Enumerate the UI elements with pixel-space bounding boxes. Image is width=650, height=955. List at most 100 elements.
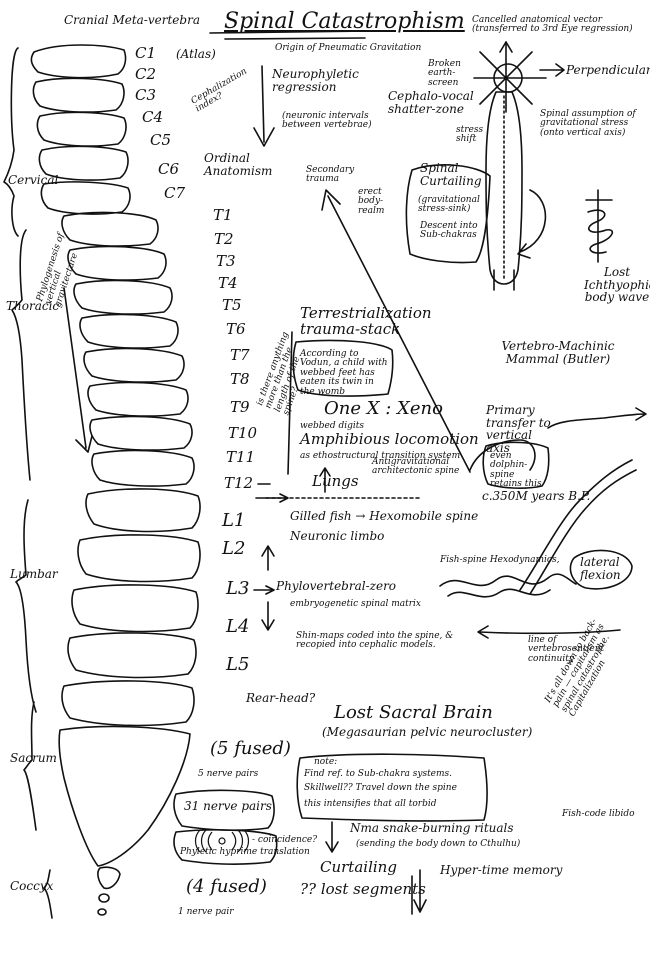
vertebra-c1 xyxy=(30,44,127,79)
vodun-note: According to Vodun, a child with webbed … xyxy=(300,349,388,397)
vertebra-label: C2 xyxy=(135,65,157,83)
vertebra-label: C5 xyxy=(150,131,172,149)
vertebra-label: T5 xyxy=(222,296,242,314)
thoracic-bracket xyxy=(11,229,31,481)
phyletic-box xyxy=(173,829,278,865)
one-x-note: One X : Xeno xyxy=(324,398,443,419)
vertebra-label: C4 xyxy=(142,108,164,126)
vertebra-label: T1 xyxy=(213,206,233,224)
lumbar-bracket xyxy=(15,499,37,713)
rear-head-note: Rear-head? xyxy=(246,691,316,705)
vertebra-l5 xyxy=(61,680,195,727)
embryogenetic-note: embryogenetic spinal matrix xyxy=(290,599,421,609)
ethostructural-note: as ethostructural transition system xyxy=(300,451,461,461)
fish-spine-wave xyxy=(447,588,551,598)
terrestrial-note: Terrestrialization trauma-stack xyxy=(300,304,432,338)
vertebro-note: Vertebro-Machinic Mammal (Butler) xyxy=(501,339,615,366)
l3-arrow xyxy=(253,585,275,595)
stress-shift-note: stress shift xyxy=(456,125,484,145)
phylo-arrow-down xyxy=(261,601,275,631)
backbone-curve xyxy=(519,459,633,591)
vertebra-t6 xyxy=(87,381,189,417)
vertebra-t3 xyxy=(73,279,173,315)
note-box xyxy=(296,753,488,822)
sacrum xyxy=(58,725,191,867)
phyletic-note: Phyletic hyprime translation xyxy=(180,847,310,857)
small-cross-figure xyxy=(585,189,613,263)
vertebra-l1 xyxy=(85,488,201,533)
vertebra-label: C1 xyxy=(135,44,157,62)
region-coccyx: Coccyx xyxy=(10,879,54,893)
vertebra-label: T11 xyxy=(226,448,256,466)
wave-coil xyxy=(587,209,614,254)
vertebra-label: T6 xyxy=(226,320,246,338)
primary-transfer-arrow xyxy=(547,407,647,429)
vertebra-label: T2 xyxy=(214,230,234,248)
vertebra-label: C7 xyxy=(164,184,186,202)
perpendicular-arrow xyxy=(539,63,565,77)
region-lumbar: Lumbar xyxy=(10,567,58,581)
cancelled-arrow xyxy=(499,41,513,53)
webbed-note: webbed digits xyxy=(300,421,365,431)
fish-spine-note: Fish-spine Hexodynamics, xyxy=(440,555,560,565)
neuronic-intervals-note: (neuronic intervals between vertebrae) xyxy=(282,111,372,131)
cervical-bracket xyxy=(3,47,19,237)
spinal-assumption-note: Spinal assumption of gravitational stres… xyxy=(540,109,636,138)
vertebra-label: C3 xyxy=(135,86,157,104)
spinal-curtailing-note: Spinal Curtailing xyxy=(420,161,482,188)
lost-ichthy-note: Lost Ichthyophidian body wave xyxy=(584,265,650,305)
megasaurian-note: (Megasaurian pelvic neurocluster) xyxy=(322,725,533,739)
phylo-arrow-up xyxy=(261,545,275,571)
vertebra-label: L4 xyxy=(226,616,250,637)
vertebra-label: T4 xyxy=(218,274,238,292)
vertebra-t7 xyxy=(89,415,193,451)
erect-body-note: erect body-realm xyxy=(358,187,385,216)
vodun-box xyxy=(287,331,293,475)
ripple-icon xyxy=(194,829,250,853)
vertebra-label: T7 xyxy=(230,346,250,364)
amphibious-note: Amphibious locomotion xyxy=(300,430,479,448)
vertebra-label: T12 xyxy=(224,474,254,492)
coccyx-segment xyxy=(98,893,110,903)
cancelled-vector-note: Cancelled anatomical vector (transferred… xyxy=(472,15,633,35)
phylovertebral-note: Phylovertebral-zero xyxy=(276,579,397,593)
four-fused-note: (4 fused) xyxy=(186,876,267,897)
region-sacrum: Sacrum xyxy=(10,751,57,765)
terrestrialization-box xyxy=(292,339,394,397)
lost-sacral-note: Lost Sacral Brain xyxy=(334,702,493,723)
vertebra-t2 xyxy=(67,245,167,281)
perpendicular-note: Perpendicular xyxy=(566,63,650,77)
years-note: c.350M years B.P. xyxy=(482,489,591,503)
note-line-2: Skillwell?? Travel down the spine xyxy=(304,783,457,793)
figure-body xyxy=(485,91,523,285)
vertebra-label: L5 xyxy=(226,654,250,675)
nma-note: Nma snake-burning rituals xyxy=(350,821,514,835)
secondary-trauma-arrow xyxy=(321,189,471,473)
region-cervical: Cervical xyxy=(8,173,59,187)
region-thoracic: Thoracic xyxy=(6,299,60,313)
five-nerve-note: 5 nerve pairs xyxy=(198,769,259,779)
five-fused-note: (5 fused) xyxy=(210,738,291,759)
note-arrow xyxy=(325,821,339,853)
vertebra-t8 xyxy=(91,449,195,487)
neurophyletic-note: Neurophyletic regression xyxy=(272,67,359,94)
nerve-pairs-box xyxy=(173,789,275,831)
fish-spine-wave xyxy=(439,573,577,587)
coincidence-note: - coincidence? xyxy=(252,835,318,845)
cephalo-vocal-note: Cephalo-vocal shatter-zone xyxy=(388,89,474,116)
vertebra-label: C6 xyxy=(158,160,180,178)
coccyx xyxy=(97,866,121,890)
primary-transfer-note: Primary transfer to vertical axis xyxy=(486,403,551,455)
vertebra-l3 xyxy=(71,584,199,633)
phylogenesis-arrow xyxy=(63,287,93,453)
cranial-label: Cranial Meta-vertebra xyxy=(64,13,200,27)
line-note: line of vertebrosentient continuity xyxy=(528,635,605,664)
lungs-arrow xyxy=(319,467,331,493)
gravitational-stress-note: (gravitational stress-sink) xyxy=(418,195,480,215)
title-underline xyxy=(224,37,366,40)
vertebra-c3 xyxy=(36,111,127,147)
secondary-trauma-note: Secondary trauma xyxy=(306,165,355,185)
sending-note: (sending the body down to Cthulhu) xyxy=(356,839,521,849)
